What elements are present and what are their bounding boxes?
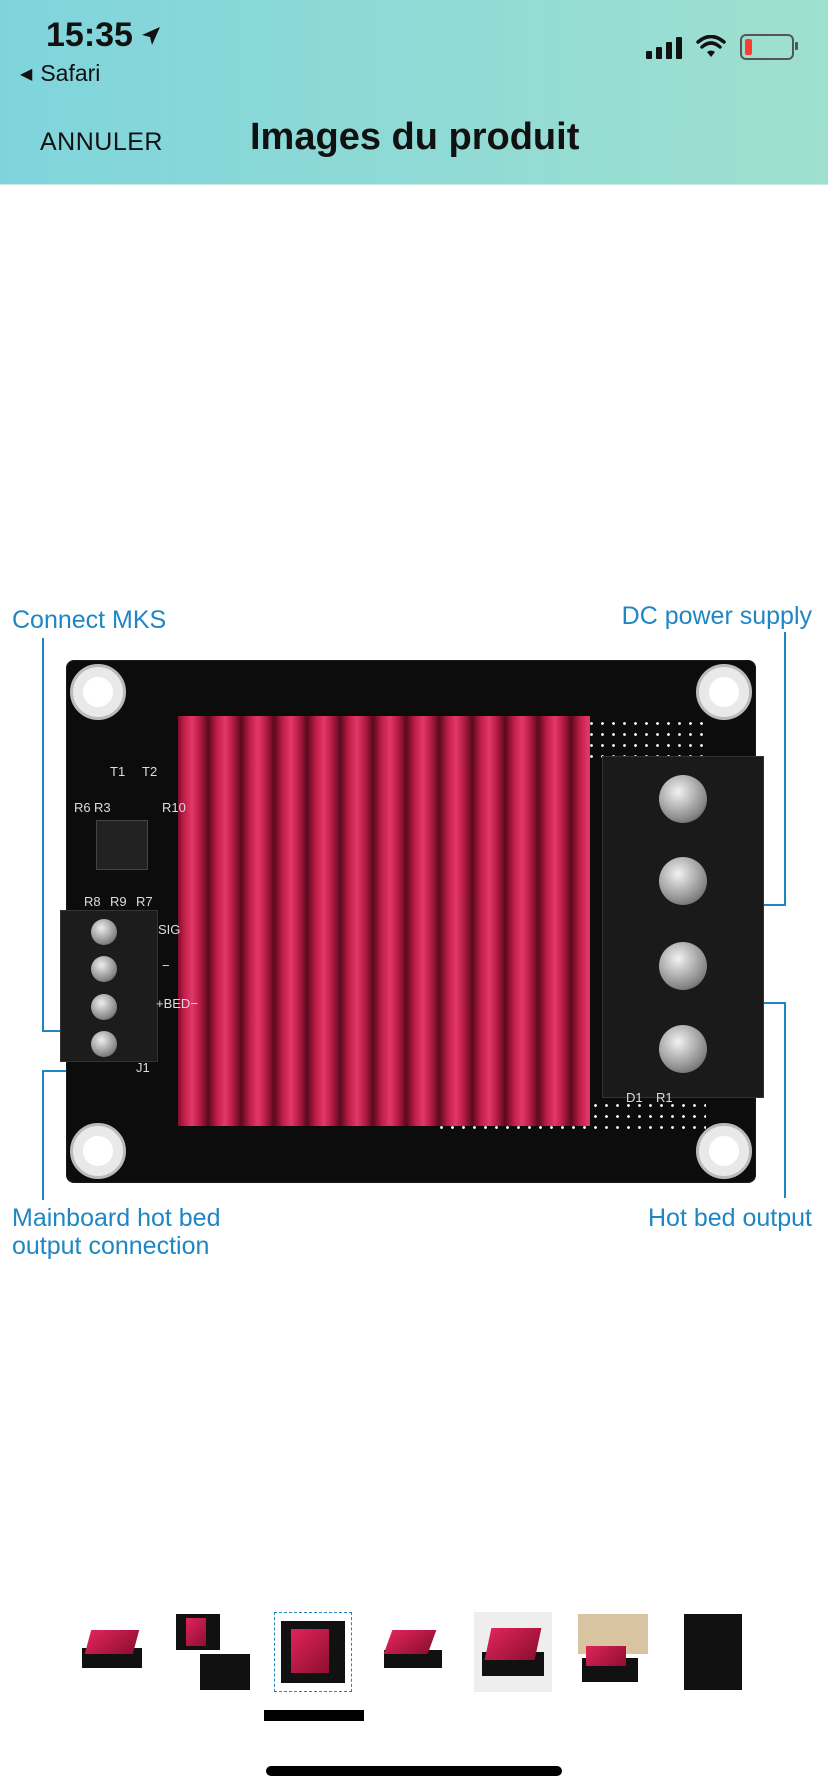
silk-t2: T2 <box>142 764 158 779</box>
cellular-signal-icon <box>646 35 682 59</box>
cancel-button[interactable]: ANNULER <box>40 128 163 156</box>
time-text: 15:35 <box>46 16 133 54</box>
mount-hole-bl <box>70 1123 126 1179</box>
battery-level <box>745 39 752 55</box>
chip <box>96 820 148 870</box>
screw-icon <box>91 1031 117 1057</box>
callout-line-mks-v <box>42 638 44 1030</box>
location-arrow-icon <box>141 26 160 45</box>
thumbnail-3[interactable] <box>274 1612 352 1692</box>
heatsink <box>178 716 590 1126</box>
back-app-label: Safari <box>40 60 101 86</box>
silk-r7: R7 <box>136 894 153 909</box>
silk-r3: R3 <box>94 800 111 815</box>
silk-sig: SIG <box>158 922 181 937</box>
back-to-safari-link[interactable]: ◀ Safari <box>20 60 100 87</box>
silk-r9: R9 <box>110 894 127 909</box>
page-title: Images du produit <box>250 116 580 158</box>
label-connect-mks: Connect MKS <box>12 606 167 634</box>
callout-line-dc-v <box>784 632 786 904</box>
perf-pattern-top <box>586 718 706 758</box>
signal-terminal-block <box>60 910 158 1062</box>
silk-r1: R1 <box>656 1090 673 1105</box>
home-indicator[interactable] <box>266 1766 562 1776</box>
silk-j1: J1 <box>136 1060 150 1075</box>
silk-d1: D1 <box>626 1090 643 1105</box>
label-mainboard-line1: Mainboard hot bed <box>12 1204 221 1232</box>
silk-r10: R10 <box>162 800 186 815</box>
screw-icon <box>659 942 707 990</box>
screw-icon <box>659 1025 707 1073</box>
label-mainboard-output: Mainboard hot bed output connection <box>12 1204 220 1260</box>
mount-hole-tr <box>696 664 752 720</box>
mount-hole-tl <box>70 664 126 720</box>
silk-bed: +BED− <box>156 996 198 1011</box>
silk-minus: − <box>162 958 170 973</box>
wifi-icon <box>696 35 726 57</box>
status-indicators <box>646 34 798 60</box>
screw-icon <box>91 994 117 1020</box>
label-mainboard-line2: output connection <box>12 1232 210 1260</box>
app-header: 15:35 ◀ Safari ANNULER Images du produit <box>0 0 828 185</box>
thumbnail-5[interactable] <box>474 1612 552 1692</box>
silk-t1: T1 <box>110 764 126 779</box>
battery-icon <box>740 34 798 60</box>
thumbnail-1[interactable] <box>74 1612 152 1692</box>
mosfet-board: T1 T2 R6 R3 R10 R8 R9 R7 SIG − +BED− J1 … <box>60 660 764 1183</box>
screw-icon <box>91 919 117 945</box>
thumbnail-2[interactable] <box>174 1612 252 1692</box>
label-hot-bed-output: Hot bed output <box>647 1204 812 1232</box>
mount-hole-br <box>696 1123 752 1179</box>
thumbnail-4[interactable] <box>374 1612 452 1692</box>
thumbnail-7[interactable] <box>674 1612 752 1692</box>
back-triangle-icon: ◀ <box>20 65 33 83</box>
screw-icon <box>659 775 707 823</box>
callout-line-hot-v <box>784 1002 786 1198</box>
screw-icon <box>91 956 117 982</box>
callout-line-main-v <box>42 1070 44 1200</box>
selected-thumbnail-indicator <box>264 1710 364 1721</box>
label-dc-power-supply: DC power supply <box>621 602 812 630</box>
thumbnail-6[interactable] <box>574 1612 652 1692</box>
power-terminal-block <box>602 756 764 1098</box>
silk-r8: R8 <box>84 894 101 909</box>
status-time: 15:35 <box>46 16 163 55</box>
silk-r6: R6 <box>74 800 91 815</box>
thumbnail-strip <box>0 1612 828 1712</box>
product-image[interactable]: Connect MKS DC power supply Mainboard ho… <box>0 590 828 1290</box>
screw-icon <box>659 857 707 905</box>
